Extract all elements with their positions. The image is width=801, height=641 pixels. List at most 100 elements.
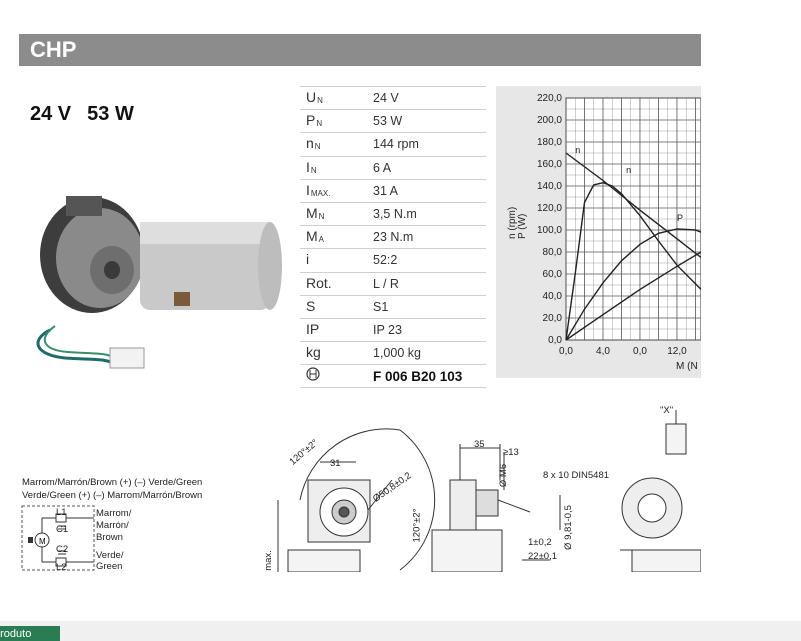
- spec-row: MN 3,5 N.m: [300, 203, 486, 227]
- y-tick-label: 100,0: [537, 225, 562, 236]
- spec-symbol-text: I: [306, 158, 310, 175]
- x-tick-label: 12,0: [667, 346, 687, 357]
- drawing-x-label: "X": [660, 405, 674, 416]
- tab-produto-label: produto: [0, 628, 32, 640]
- y-tick-label: 0,0: [548, 335, 562, 346]
- y-tick-label: 220,0: [537, 93, 562, 104]
- spec-symbol-subscript: N: [317, 96, 323, 105]
- drawing-dim-1: 1±0,2: [528, 537, 552, 548]
- spec-symbol-text: S: [306, 297, 316, 314]
- drawing-dim-35: 35: [474, 439, 485, 450]
- spec-symbol: Rot.: [306, 275, 332, 291]
- spec-row: S S1: [300, 296, 486, 319]
- y-axis-label-right: P (W): [517, 214, 528, 239]
- spec-row: kg 1,000 kg: [300, 342, 486, 366]
- wiring-brown-3: Brown: [96, 532, 123, 543]
- spec-value: 144 rpm: [373, 137, 419, 152]
- drawing-max: max.: [262, 550, 274, 571]
- x-axis-label: M (N: [676, 361, 698, 372]
- series-line: [565, 152, 701, 259]
- spec-value: 24 V: [373, 91, 399, 105]
- title-bar: CHP: [19, 34, 701, 66]
- series-line: [565, 228, 701, 341]
- wiring-line-2: Verde/Green (+) (–) Marrom/Marrón/Brown: [22, 490, 203, 501]
- drawing-spline: 8 x 10 DIN5481: [543, 470, 610, 481]
- x-tick-label: 4,0: [596, 346, 610, 357]
- spec-symbol: IP: [306, 321, 319, 337]
- wiring-brown-2: Marrón/: [96, 520, 129, 531]
- wiring-brown-1: Marrom/: [96, 508, 132, 519]
- spec-symbol-text: I: [306, 181, 310, 198]
- spec-symbol: IN: [306, 159, 317, 175]
- svg-text:M: M: [39, 537, 46, 546]
- spec-symbol-subscript: N: [316, 119, 323, 129]
- wiring-diagram: M: [21, 505, 95, 571]
- wiring-l2: L2: [56, 562, 67, 573]
- y-tick-label: 60,0: [543, 269, 563, 280]
- technical-drawings: [277, 410, 701, 572]
- performance-chart: 220,0 200,0 180,0 160,0 140,0 120,0 100,0 80,0 6…: [507, 93, 701, 372]
- spec-symbol-subscript: N: [318, 211, 325, 221]
- series-label: n: [575, 145, 580, 155]
- spec-symbol-subscript: N: [310, 165, 317, 175]
- series-line: [565, 181, 701, 341]
- spec-symbol: MN: [306, 205, 324, 221]
- x-tick-label: 0,0: [559, 346, 573, 357]
- spec-symbol-text: P: [306, 112, 316, 129]
- spec-value: L / R: [373, 276, 399, 291]
- bottom-bar: [0, 621, 801, 641]
- spec-row: F 006 B20 103: [300, 365, 486, 389]
- y-tick-label: 20,0: [543, 313, 563, 324]
- series-label: P: [677, 213, 683, 223]
- spec-value: 52:2: [373, 253, 398, 268]
- x-tick-label: 0,0: [633, 346, 647, 357]
- y-tick-label: 140,0: [537, 181, 562, 192]
- spec-value: 31 A: [373, 183, 399, 198]
- spec-value: 1,000 kg: [373, 346, 421, 361]
- spec-symbol: PN: [306, 112, 322, 128]
- y-tick-label: 180,0: [537, 137, 562, 148]
- drawing-dia-9-81: Ø 9,81-0,5: [562, 505, 574, 550]
- drawing-dim-31: 31: [330, 458, 341, 469]
- y-tick-label: 160,0: [537, 159, 562, 170]
- spec-row: IMAX. 31 A: [300, 180, 486, 203]
- tab-produto[interactable]: produto: [0, 626, 60, 641]
- spec-symbol-text: U: [306, 89, 317, 105]
- wiring-green-2: Green: [96, 561, 123, 572]
- rated-power: 53 W: [87, 103, 134, 125]
- spec-symbol: MA: [306, 228, 324, 244]
- spec-symbol: UN: [306, 89, 323, 105]
- y-axis-label-left: n (rpm): [507, 207, 518, 239]
- motor-photo: [36, 196, 282, 369]
- spec-symbol: S: [306, 298, 315, 314]
- part-number: F 006 B20 103: [373, 369, 463, 385]
- drawing-dim-13: ≥13: [503, 447, 519, 458]
- y-tick-label: 80,0: [543, 247, 563, 258]
- y-tick-label: 120,0: [537, 203, 562, 214]
- wiring-c2: C2: [56, 544, 69, 555]
- spec-symbol: IMAX.: [306, 182, 330, 198]
- spec-symbol-text: i: [306, 251, 310, 268]
- rated-voltage: 24 V: [30, 103, 72, 125]
- spec-symbol-text: IP: [306, 320, 320, 337]
- series-label: n: [626, 165, 631, 175]
- wiring-green-1: Verde/: [96, 550, 124, 561]
- drawing-dim-22: 22±0,1: [528, 551, 557, 562]
- spec-value: 6 A: [373, 160, 392, 175]
- spec-symbol-subscript: A: [318, 235, 325, 245]
- wiring-c1: C1: [56, 524, 69, 535]
- spec-symbol: kg: [306, 344, 321, 360]
- spec-value: S1: [373, 299, 389, 314]
- y-tick-label: 40,0: [543, 291, 563, 302]
- wiring-l1: L1: [56, 507, 67, 518]
- spec-row: i 52:2: [300, 249, 486, 273]
- y-tick-label: 200,0: [537, 115, 562, 126]
- spec-value: 23 N.m: [373, 230, 414, 245]
- rating-line: 24 V 53 W: [30, 103, 150, 126]
- drawing-angle-2: 120°±2°: [411, 508, 423, 543]
- spec-value: 3,5 N.m: [373, 206, 417, 221]
